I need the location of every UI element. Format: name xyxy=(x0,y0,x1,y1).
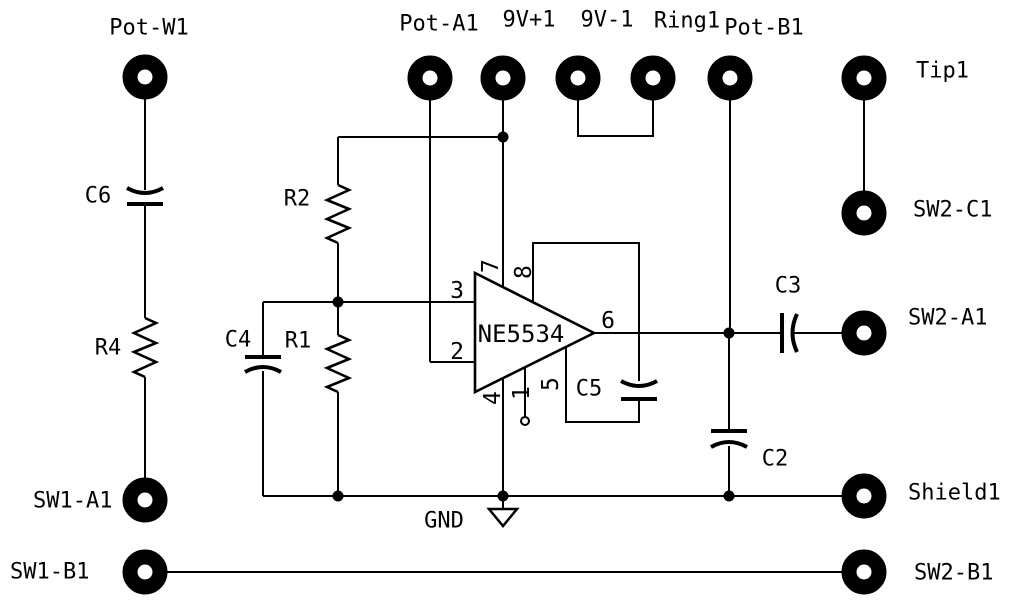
pad-sw2-c1 xyxy=(841,190,887,236)
ref-c3: C3 xyxy=(775,274,802,299)
opamp-body xyxy=(473,270,597,395)
opamp-label: NE5534 xyxy=(478,320,565,348)
capacitor-c2 xyxy=(710,429,748,449)
label-sw2-a1: SW2-A1 xyxy=(908,306,987,331)
pad-tip1 xyxy=(841,55,887,101)
pad-pot-b1 xyxy=(707,55,753,101)
cap-plate-curved xyxy=(710,440,748,449)
labels: Pot-W1 Pot-A1 9V+1 9V-1 Ring1 Pot-B1 Tip… xyxy=(10,8,1001,586)
pad-sw2-a1 xyxy=(841,310,887,356)
cap-plate-curved xyxy=(790,313,799,353)
junction-dot xyxy=(497,131,509,143)
label-sw1-a1: SW1-A1 xyxy=(33,489,112,514)
gnd-symbol xyxy=(486,507,520,528)
pad-pot-a1 xyxy=(407,55,453,101)
resistor-r2 xyxy=(323,183,353,245)
label-9v-minus: 9V-1 xyxy=(581,8,634,33)
capacitor-c6 xyxy=(126,186,164,206)
pin-number-5: 5 xyxy=(538,377,564,391)
junction-dot xyxy=(497,490,509,502)
label-sw2-c1: SW2-C1 xyxy=(913,198,992,223)
pad-9v-plus xyxy=(480,55,526,101)
junction-dot xyxy=(332,296,344,308)
ref-r2: R2 xyxy=(284,187,311,212)
capacitor-c5 xyxy=(620,379,658,401)
ref-c6: C6 xyxy=(85,184,112,209)
pad-sw1-a1 xyxy=(122,477,168,523)
pin-number-6: 6 xyxy=(601,308,615,334)
ref-r4: R4 xyxy=(95,336,122,361)
junction-dot xyxy=(723,490,735,502)
wire xyxy=(577,99,654,137)
label-sw2-b1: SW2-B1 xyxy=(914,561,993,586)
pad-9v-minus xyxy=(555,55,601,101)
ref-c2: C2 xyxy=(762,447,789,472)
label-tip1: Tip1 xyxy=(916,59,969,84)
pin-number-1: 1 xyxy=(509,386,535,400)
pin1-no-connect-circle xyxy=(520,416,530,426)
cap-plate-curved xyxy=(244,365,282,374)
capacitor-c3 xyxy=(780,313,799,353)
cap-plate-curved xyxy=(126,186,164,195)
gnd-label: GND xyxy=(424,509,464,534)
pad-pot-w1 xyxy=(122,54,168,100)
wires xyxy=(144,99,865,573)
junction-dots xyxy=(332,131,735,502)
ref-r1: R1 xyxy=(285,329,312,354)
resistor-r4 xyxy=(130,316,160,379)
pad-sw1-b1 xyxy=(122,549,168,595)
pin-number-3: 3 xyxy=(450,278,464,304)
pads xyxy=(122,54,887,595)
pad-shield1 xyxy=(841,473,887,519)
junction-dot xyxy=(332,490,344,502)
wire-comp-loop-bottom xyxy=(565,347,640,423)
resistor-r1 xyxy=(323,333,353,394)
pad-ring1 xyxy=(630,55,676,101)
label-pot-b1: Pot-B1 xyxy=(724,16,803,41)
cap-plate-curved xyxy=(620,379,658,388)
pin-number-7: 7 xyxy=(478,259,504,273)
ref-c5: C5 xyxy=(576,377,603,402)
pin-number-4: 4 xyxy=(480,391,506,405)
wire-comp-loop-top xyxy=(532,242,640,381)
label-pot-a1: Pot-A1 xyxy=(399,12,478,37)
pin-number-2: 2 xyxy=(450,339,464,365)
label-shield1: Shield1 xyxy=(908,481,1001,506)
label-ring1: Ring1 xyxy=(654,9,720,34)
label-pot-w1: Pot-W1 xyxy=(109,16,188,41)
components xyxy=(126,183,799,528)
ref-c4: C4 xyxy=(225,328,252,353)
capacitor-c4 xyxy=(244,355,282,374)
pad-sw2-b1 xyxy=(841,549,887,595)
pin-number-8: 8 xyxy=(511,265,537,279)
label-sw1-b1: SW1-B1 xyxy=(10,560,89,585)
label-9v-plus: 9V+1 xyxy=(503,8,556,33)
junction-dot xyxy=(723,327,735,339)
